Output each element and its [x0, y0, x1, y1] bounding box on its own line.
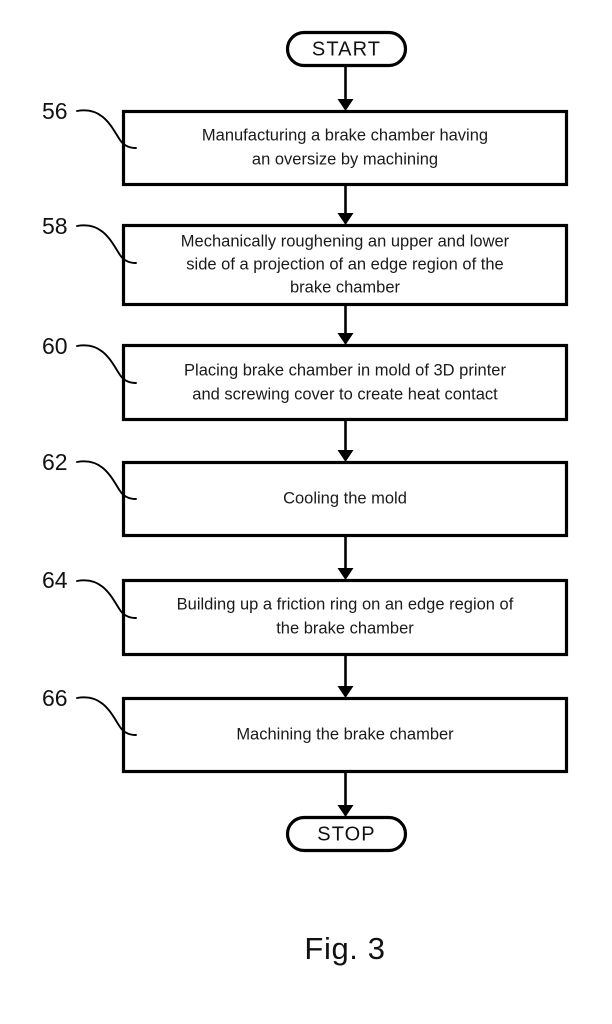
step-66-ref-number: 66: [42, 685, 68, 711]
step-58-box: [121, 223, 569, 307]
step-56-label-line-1: Manufacturing a brake chamber having: [202, 126, 488, 144]
connector-arrowhead: [337, 686, 354, 698]
reference-numeral-66: 66: [42, 685, 137, 736]
step-64-ref-number: 64: [42, 567, 68, 593]
connector-arrowhead: [337, 213, 354, 225]
step-58-leader-line: [76, 224, 137, 264]
flowchart-node-step-66: Machining the brake chamber: [121, 696, 569, 774]
step-60-leader-line: [76, 344, 137, 384]
step-60-label-line-1: Placing brake chamber in mold of 3D prin…: [184, 361, 506, 379]
connector-arrowhead: [337, 805, 354, 817]
step-58-label-line-2: side of a projection of an edge region o…: [186, 255, 503, 273]
step-64-box: [121, 578, 569, 657]
reference-numeral-56: 56: [42, 98, 137, 149]
connector-arrowhead: [337, 568, 354, 580]
flowchart-node-step-60: Placing brake chamber in mold of 3D prin…: [121, 343, 569, 422]
step-66-leader-line: [76, 696, 137, 736]
start-terminal-label: START: [312, 38, 381, 60]
step-58-label-line-1: Mechanically roughening an upper and low…: [181, 232, 510, 250]
flowchart-node-step-64: Building up a friction ring on an edge r…: [121, 578, 569, 657]
reference-numeral-64: 64: [42, 567, 137, 619]
connector-arrowhead: [337, 450, 354, 462]
connector-step-62-to-step-64: [337, 535, 354, 580]
step-62-box: [121, 460, 569, 538]
step-64-label-line-1: Building up a friction ring on an edge r…: [177, 595, 514, 613]
step-58-label-line-3: brake chamber: [290, 278, 401, 296]
flowchart-node-stop: STOP: [285, 815, 408, 853]
reference-numeral-62: 62: [42, 449, 137, 500]
step-62-label-line-1: Cooling the mold: [283, 489, 407, 507]
step-60-box: [121, 343, 569, 422]
connector-step-56-to-step-58: [337, 184, 354, 225]
step-66-box: [121, 696, 569, 774]
reference-numeral-60: 60: [42, 333, 137, 384]
step-64-label-line-2: the brake chamber: [276, 619, 414, 637]
connector-step-58-to-step-60: [337, 304, 354, 345]
step-56-label-line-2: an oversize by machining: [252, 150, 438, 168]
step-56-leader-line: [76, 109, 137, 149]
flowchart-node-step-56: Manufacturing a brake chamber having an …: [121, 109, 569, 187]
step-60-label-line-2: and screwing cover to create heat contac…: [192, 385, 498, 403]
reference-numeral-58: 58: [42, 213, 137, 264]
connector-step-66-to-stop: [337, 771, 354, 817]
figure-caption: Fig. 3: [304, 931, 385, 966]
stop-terminal-shape: [285, 815, 408, 853]
flowchart-node-step-62: Cooling the mold: [121, 460, 569, 538]
step-60-ref-number: 60: [42, 333, 68, 359]
step-62-ref-number: 62: [42, 449, 68, 475]
connector-start-to-step-56: [337, 65, 354, 111]
step-58-ref-number: 58: [42, 213, 68, 239]
connector-arrowhead: [337, 333, 354, 345]
flowchart-node-start: START: [285, 30, 408, 68]
step-64-leader-line: [76, 579, 137, 619]
connector-arrowhead: [337, 99, 354, 111]
step-66-label-line-1: Machining the brake chamber: [236, 725, 454, 743]
step-56-ref-number: 56: [42, 98, 68, 124]
stop-terminal-label: STOP: [317, 823, 376, 845]
connector-step-64-to-step-66: [337, 654, 354, 698]
flowchart-node-step-58: Mechanically roughening an upper and low…: [121, 223, 569, 307]
connector-step-60-to-step-62: [337, 419, 354, 462]
step-56-box: [121, 109, 569, 187]
step-62-leader-line: [76, 460, 137, 500]
